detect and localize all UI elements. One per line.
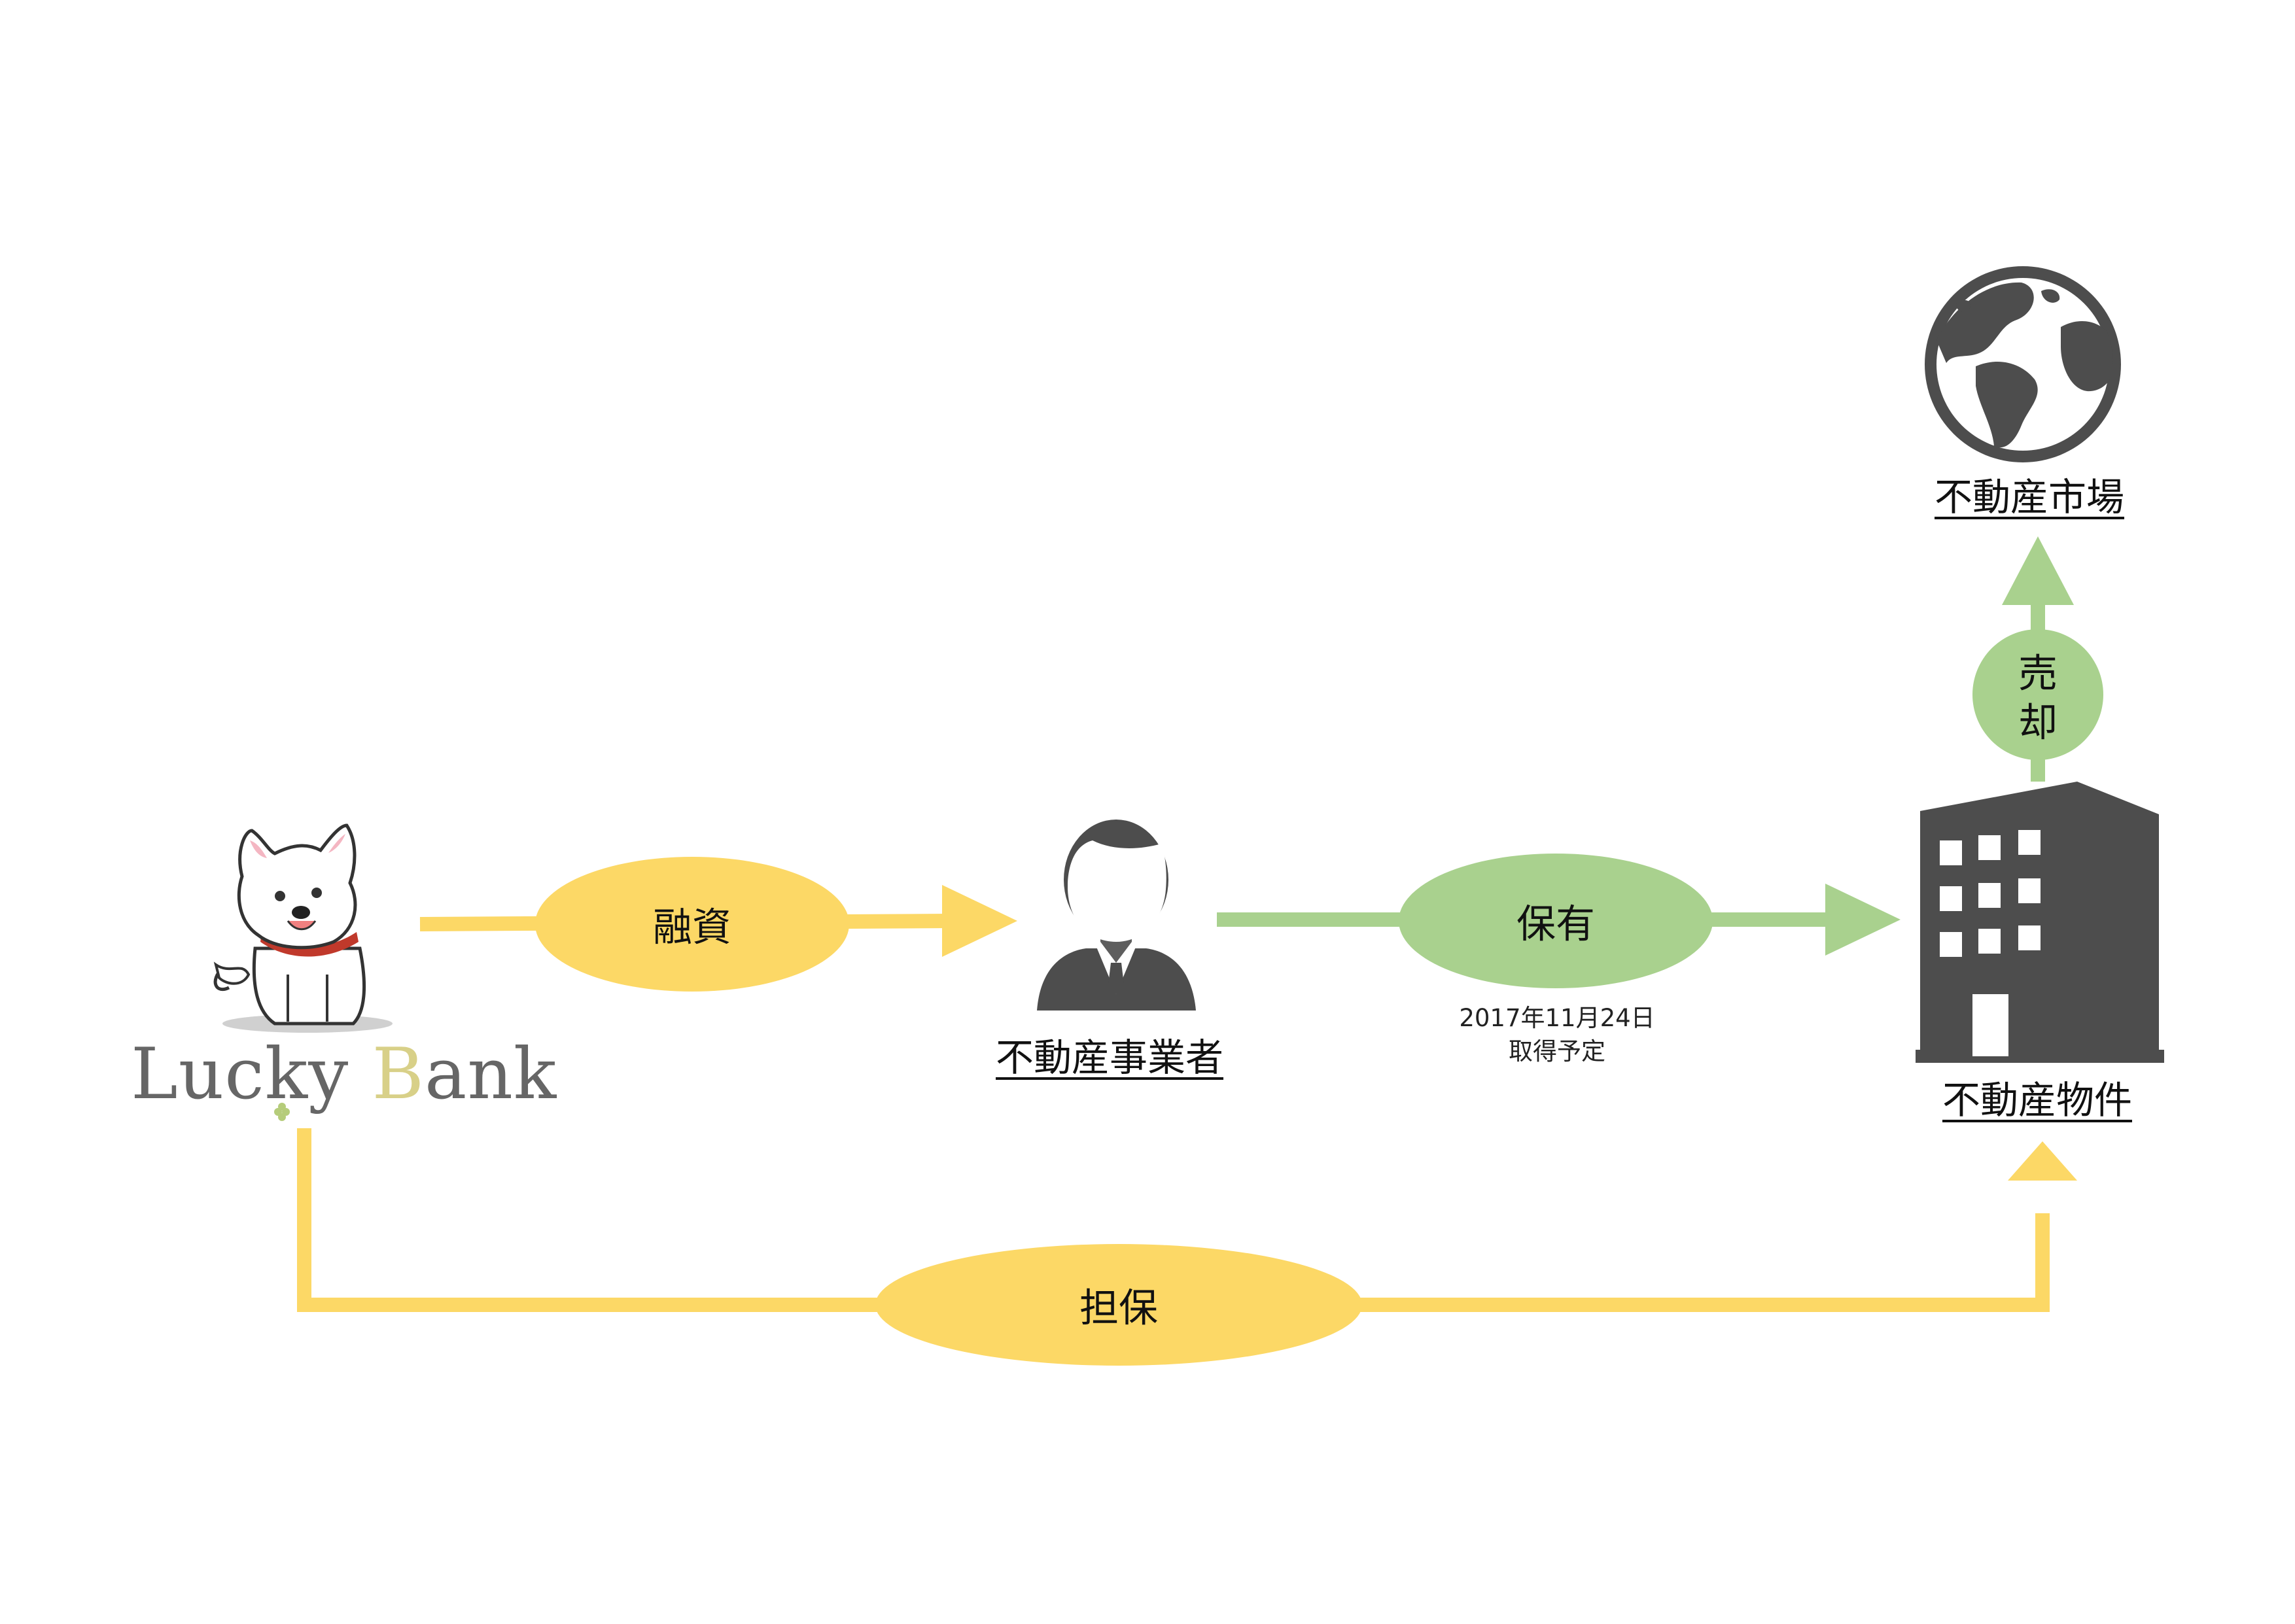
ownership-label: 保有 — [1516, 901, 1595, 948]
market-label: 不動産市場 — [1934, 475, 2125, 519]
collateral-pill — [875, 1244, 1362, 1366]
loan-label: 融資 — [653, 905, 731, 951]
logo-text-part-3: ank — [424, 1033, 557, 1115]
clover-icon — [274, 1103, 290, 1121]
sale-pill — [1972, 629, 2103, 760]
loan-pill — [535, 857, 849, 992]
ownership-pill — [1399, 854, 1713, 988]
operator-label: 不動産事業者 — [995, 1035, 1224, 1080]
property-label: 不動産物件 — [1942, 1078, 2133, 1122]
building-icon — [1916, 782, 2164, 1063]
dog-mascot-icon — [213, 823, 393, 1033]
sale-label-line-2: 却 — [2018, 700, 2058, 746]
lucky-bank-logo: Lucky Bank — [131, 1033, 557, 1115]
collateral-label: 担保 — [1079, 1285, 1158, 1332]
businessperson-icon — [1037, 820, 1196, 1011]
acquisition-date-note: 2017年11月24日 — [1459, 1004, 1655, 1032]
globe-icon — [1925, 266, 2121, 462]
acquisition-status-note: 取得予定 — [1509, 1037, 1605, 1065]
sale-label-line-1: 売 — [2018, 651, 2058, 697]
logo-text-part-1: Lucky — [131, 1033, 372, 1115]
logo-text-part-2: B — [372, 1033, 425, 1115]
